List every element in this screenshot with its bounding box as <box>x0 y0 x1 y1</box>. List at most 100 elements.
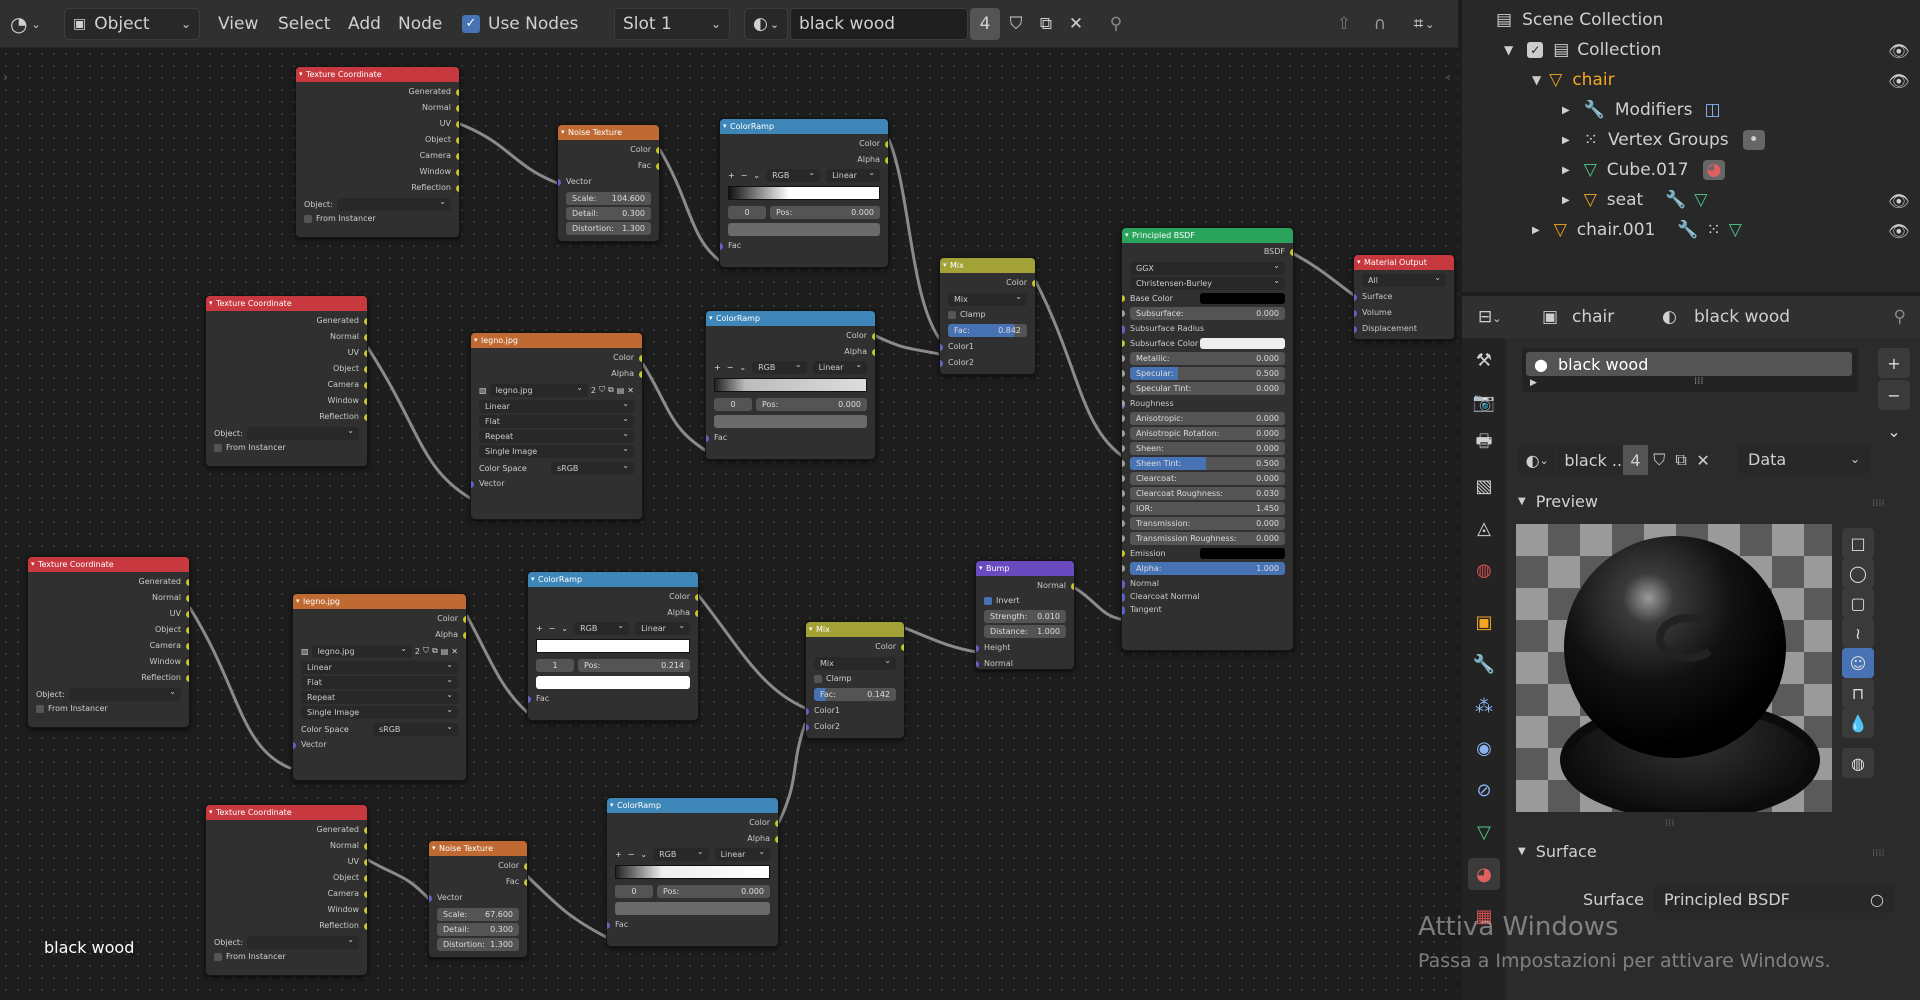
bsdf-input-anisotropic[interactable]: Anisotropic:0.000 <box>1122 412 1285 425</box>
output-alpha[interactable]: Alpha <box>728 152 888 168</box>
add-stop-icon[interactable]: + <box>728 170 735 180</box>
ramp-gradient[interactable] <box>536 639 690 653</box>
bsdf-input-base-color[interactable]: Base Color <box>1122 292 1285 305</box>
bsdf-input-transmission[interactable]: Transmission:0.000 <box>1122 517 1285 530</box>
interpolation-dropdown[interactable]: Linear <box>812 358 868 374</box>
use-nodes-checkbox[interactable]: ✓ Use Nodes <box>462 8 578 40</box>
stop-index-field[interactable]: 0 <box>728 206 766 219</box>
editor-type-button[interactable]: ⊟⌄ <box>1478 307 1502 327</box>
add-stop-icon[interactable]: + <box>615 849 622 859</box>
input-socket[interactable] <box>1122 520 1125 527</box>
input-socket[interactable] <box>1122 340 1125 347</box>
material-browse-button[interactable]: ◐⌄ <box>744 8 788 40</box>
output-color[interactable]: Color <box>728 136 888 152</box>
menu-add[interactable]: Add <box>348 14 381 34</box>
remove-stop-icon[interactable]: − <box>740 170 748 180</box>
constraints-tab-icon[interactable]: ⊘ <box>1476 779 1492 801</box>
disclosure-closed-icon[interactable]: ▶ <box>1532 224 1540 236</box>
colorspace-dropdown[interactable]: sRGB <box>373 720 458 736</box>
color-mode-dropdown[interactable]: RGB <box>766 166 821 182</box>
unlink-material-icon[interactable]: ✕ <box>1696 450 1710 470</box>
input-vector[interactable]: Vector <box>471 476 634 492</box>
bsdf-input-transmission-roughness[interactable]: Transmission Roughness:0.000 <box>1122 532 1285 545</box>
blend-type-dropdown[interactable]: Mix <box>814 654 896 670</box>
input-socket[interactable] <box>1122 580 1125 587</box>
output-alpha[interactable]: Alpha <box>301 627 466 643</box>
source-dropdown[interactable]: Single Image <box>301 703 458 719</box>
duplicate-image-icon[interactable]: ⧉ <box>432 646 438 655</box>
ramp-menu-icon[interactable]: ⌄ <box>561 623 569 633</box>
slot-dropdown[interactable]: Slot 1⌄ <box>614 8 730 40</box>
color-ramp-node-4[interactable]: ColorRamp Color Alpha +−⌄RGBLinear 0Pos:… <box>606 797 779 947</box>
color-swatch[interactable] <box>1200 548 1285 559</box>
output-color[interactable]: Color <box>301 611 466 627</box>
ramp-menu-icon[interactable]: ⌄ <box>753 170 761 180</box>
output-color[interactable]: Color <box>714 328 875 344</box>
input-socket[interactable] <box>1122 310 1125 317</box>
output-color[interactable]: Color <box>814 639 904 655</box>
output-normal[interactable]: Normal <box>214 329 367 345</box>
image-name-field[interactable]: legno.jpg <box>489 381 588 397</box>
input-socket[interactable] <box>1122 565 1125 572</box>
texture-coordinate-node-3[interactable]: Texture Coordinate Generated Normal UV O… <box>27 556 190 728</box>
input-displacement[interactable]: Displacement <box>1354 321 1446 337</box>
input-socket[interactable] <box>1122 550 1125 557</box>
material-browse-button[interactable]: ◐⌄ <box>1518 445 1557 475</box>
chair001-object-row[interactable]: ▶▽chair.001🔧⁙▽ <box>1532 220 1742 240</box>
output-normal[interactable]: Normal <box>36 590 189 606</box>
toolbar-expand-arrow-icon[interactable]: › <box>3 70 8 84</box>
bsdf-input-roughness[interactable]: Roughness <box>1122 397 1285 410</box>
duplicate-image-icon[interactable]: ⧉ <box>608 385 614 394</box>
output-color[interactable]: Color <box>948 275 1035 291</box>
remove-stop-icon[interactable]: − <box>548 623 556 633</box>
image-texture-node-2[interactable]: legno.jpg Color Alpha ▨ legno.jpg 2 ⛉⧉▤✕… <box>292 593 467 781</box>
ramp-menu-icon[interactable]: ⌄ <box>640 849 648 859</box>
image-texture-node-1[interactable]: legno.jpg Color Alpha ▨ legno.jpg 2 ⛉⧉▤✕… <box>470 332 643 520</box>
output-alpha[interactable]: Alpha <box>536 605 698 621</box>
target-dropdown[interactable]: All <box>1362 271 1446 287</box>
output-uv[interactable]: UV <box>214 854 367 870</box>
input-socket[interactable] <box>1122 355 1125 362</box>
bsdf-input-subsurface-color[interactable]: Subsurface Color <box>1122 337 1285 350</box>
input-vector[interactable]: Vector <box>429 890 519 906</box>
color-mode-dropdown[interactable]: RGB <box>653 845 709 861</box>
texture-coordinate-node-4[interactable]: Texture Coordinate Generated Normal UV O… <box>205 804 368 976</box>
from-instancer-checkbox[interactable] <box>214 443 222 452</box>
output-bsdf[interactable]: BSDF <box>1130 244 1293 260</box>
stop-index-field[interactable]: 0 <box>615 885 653 898</box>
image-users-count[interactable]: 2 <box>590 385 597 395</box>
object-field[interactable] <box>246 424 359 440</box>
stop-position-field[interactable]: Pos:0.000 <box>756 398 867 411</box>
input-fac[interactable]: Fac <box>607 917 770 933</box>
input-socket[interactable] <box>1122 415 1125 422</box>
output-object[interactable]: Object <box>304 132 459 148</box>
unlink-image-icon[interactable]: ✕ <box>451 646 458 656</box>
output-object[interactable]: Object <box>214 361 367 377</box>
output-window[interactable]: Window <box>304 164 459 180</box>
output-normal[interactable]: Normal <box>214 838 367 854</box>
vertex-groups-row[interactable]: ▶⁙Vertex Groups• <box>1562 126 1765 154</box>
visibility-eye-icon[interactable]: 👁 <box>1888 222 1910 242</box>
modifiers-row[interactable]: ▶🔧Modifiers◫ <box>1562 100 1721 120</box>
list-expand-arrow-icon[interactable]: ▶ <box>1530 378 1537 388</box>
particles-tab-icon[interactable]: ⁂ <box>1475 695 1493 717</box>
output-window[interactable]: Window <box>214 393 367 409</box>
visibility-eye-icon[interactable]: 👁 <box>1888 42 1910 62</box>
disclosure-open-icon[interactable]: ▼ <box>1504 43 1514 57</box>
distortion-field[interactable]: Distortion:1.300 <box>437 938 519 951</box>
image-users-count[interactable]: 2 <box>414 646 421 656</box>
extension-dropdown[interactable]: Repeat <box>479 427 634 443</box>
output-alpha[interactable]: Alpha <box>714 344 875 360</box>
output-alpha[interactable]: Alpha <box>615 831 778 847</box>
input-socket[interactable] <box>1122 325 1125 332</box>
input-socket[interactable] <box>1122 606 1125 613</box>
output-reflection[interactable]: Reflection <box>36 670 189 686</box>
add-stop-icon[interactable]: + <box>714 362 721 372</box>
noise-texture-node-2[interactable]: Noise Texture Color Fac Vector Scale:67.… <box>428 840 528 958</box>
fake-user-shield-icon[interactable]: ⛉ <box>599 385 606 394</box>
extension-dropdown[interactable]: Repeat <box>301 688 458 704</box>
modifier-tab-icon[interactable]: 🔧 <box>1472 653 1496 675</box>
output-reflection[interactable]: Reflection <box>214 918 367 934</box>
source-dropdown[interactable]: Single Image <box>479 442 634 458</box>
input-volume[interactable]: Volume <box>1354 305 1446 321</box>
